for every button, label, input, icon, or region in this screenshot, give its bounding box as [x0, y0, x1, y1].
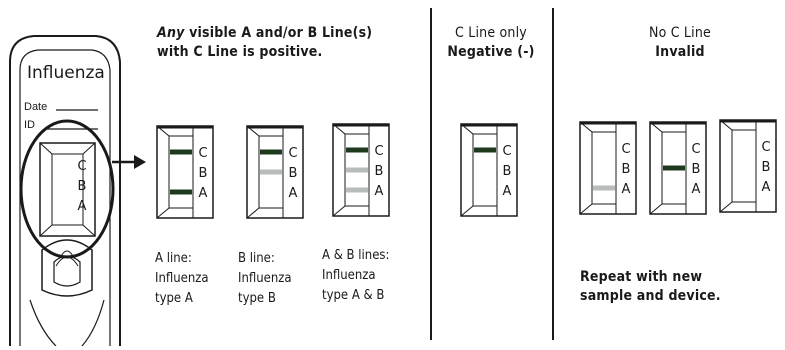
strip-letter-c: C	[198, 146, 207, 161]
invalid-instruction-line2: sample and device.	[580, 288, 721, 304]
strip-letter-c: C	[502, 144, 511, 159]
result-band-c	[474, 147, 496, 153]
strip-letter-a: A	[503, 184, 512, 199]
strip-frame	[579, 121, 637, 215]
strip-letter-c: C	[288, 146, 297, 161]
caption-a-subtitle: Influenza	[155, 271, 209, 286]
result-strip-b: CBA	[246, 125, 304, 219]
positive-headline-line2: with C Line is positive.	[157, 44, 323, 60]
positive-headline: Any visible A and/or B Line(s) with C Li…	[157, 24, 372, 62]
strip-letter-a: A	[762, 180, 771, 195]
result-strip-a: CBA	[156, 125, 214, 219]
strip-letter-b: B	[622, 162, 631, 177]
result-band-b	[346, 167, 368, 173]
result-strip-invalid-2: CBA	[649, 121, 707, 215]
result-band-c	[346, 147, 368, 153]
caption-ab-title: A & B lines:	[322, 248, 390, 263]
result-band-b	[663, 165, 685, 171]
caption-ab-subtitle: Influenza	[322, 268, 376, 283]
device-letter-a: A	[77, 199, 87, 214]
invalid-instruction: Repeat with new sample and device.	[580, 268, 721, 306]
device-letter-c: C	[77, 159, 87, 174]
result-band-c	[260, 149, 282, 155]
positive-headline-italic: Any	[157, 25, 185, 41]
negative-title: C Line only	[455, 25, 527, 41]
result-strip-negative: CBA	[460, 123, 518, 217]
test-device-drawing	[9, 35, 146, 347]
positive-headline-text: visible A and/or B Line(s)	[189, 25, 373, 41]
result-band-a	[170, 189, 192, 195]
strip-letter-a: A	[692, 182, 701, 197]
strip-frame	[156, 125, 214, 219]
strip-letter-b: B	[762, 160, 771, 175]
test-device-illustration: Influenza Date ID C B A	[0, 0, 150, 347]
caption-ab-type: type A & B	[322, 288, 385, 303]
caption-b-line: B line: Influenza type B	[238, 249, 292, 309]
id-label: ID	[24, 119, 35, 131]
device-letter-b: B	[77, 179, 87, 194]
caption-a-line: A line: Influenza type A	[155, 249, 209, 309]
strip-letter-c: C	[761, 140, 770, 155]
strip-letter-a: A	[622, 182, 631, 197]
invalid-title: No C Line	[649, 25, 711, 41]
strip-letter-b: B	[503, 164, 512, 179]
result-strip-ab: CBA	[332, 123, 390, 217]
caption-b-type: type B	[238, 291, 276, 306]
caption-b-title: B line:	[238, 251, 275, 266]
caption-a-title: A line:	[155, 251, 192, 266]
device-window-letters: C B A	[75, 157, 89, 217]
caption-ab-lines: A & B lines: Influenza type A & B	[322, 246, 389, 306]
caption-a-type: type A	[155, 291, 193, 306]
strip-letter-b: B	[375, 164, 384, 179]
strip-letter-b: B	[199, 166, 208, 181]
strip-letter-c: C	[374, 144, 383, 159]
negative-subtitle: Negative (-)	[447, 44, 535, 60]
result-strip-invalid-3: CBA	[719, 119, 777, 213]
device-brand-label: Influenza	[27, 63, 105, 83]
strip-letter-c: C	[621, 142, 630, 157]
strip-letter-b: B	[692, 162, 701, 177]
strip-letter-c: C	[691, 142, 700, 157]
result-band-c	[170, 149, 192, 155]
invalid-subtitle: Invalid	[655, 44, 705, 60]
caption-b-subtitle: Influenza	[238, 271, 292, 286]
date-label: Date	[24, 101, 48, 113]
strip-frame	[719, 119, 777, 213]
divider-left	[430, 8, 432, 340]
invalid-instruction-line1: Repeat with new	[580, 269, 703, 285]
result-band-b	[260, 169, 282, 175]
result-band-a	[346, 187, 368, 193]
strip-letter-a: A	[289, 186, 298, 201]
invalid-header: No C Line Invalid	[620, 24, 740, 62]
strip-letter-b: B	[289, 166, 298, 181]
strip-letter-a: A	[199, 186, 208, 201]
result-band-a	[593, 185, 615, 191]
result-strip-invalid-1: CBA	[579, 121, 637, 215]
divider-right	[552, 8, 554, 340]
strip-letter-a: A	[375, 184, 384, 199]
negative-header: C Line only Negative (-)	[435, 24, 547, 62]
